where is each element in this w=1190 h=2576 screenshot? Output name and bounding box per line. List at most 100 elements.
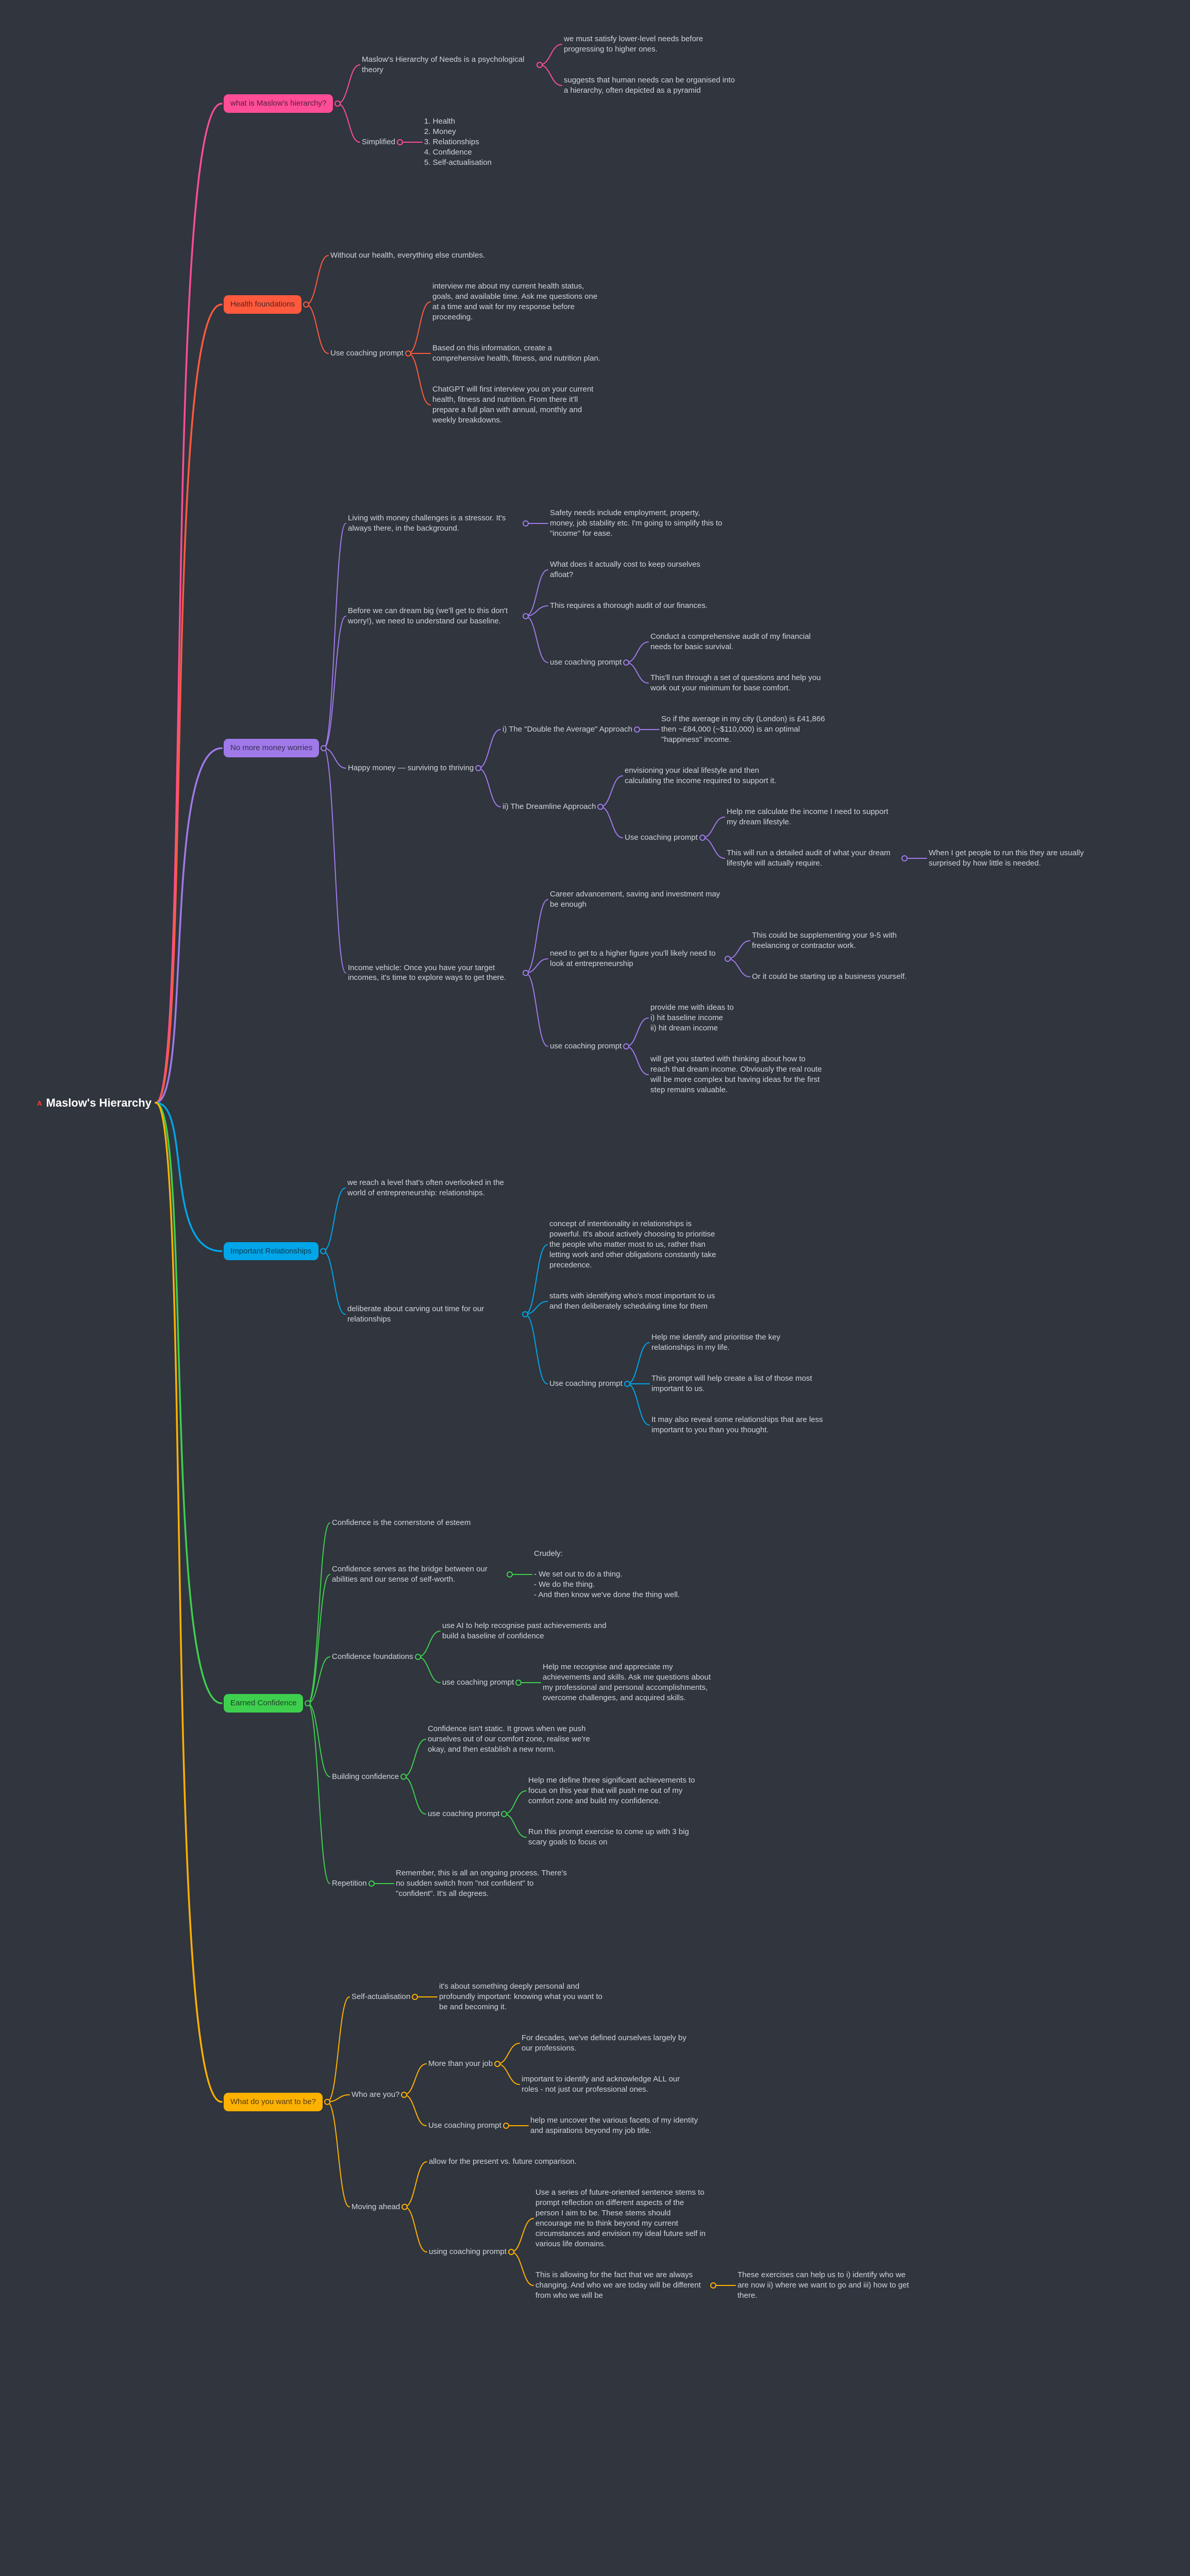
- mindmap-node[interactable]: Maslow's Hierarchy of Needs is a psychol…: [362, 55, 527, 74]
- collapse-toggle-icon[interactable]: [522, 1311, 528, 1317]
- mindmap-node[interactable]: This could be supplementing your 9-5 wit…: [752, 931, 899, 950]
- collapse-toggle-icon[interactable]: [523, 970, 529, 976]
- mindmap-node[interactable]: will get you started with thinking about…: [650, 1055, 824, 1094]
- mindmap-node[interactable]: use AI to help recognise past achievemen…: [442, 1621, 609, 1640]
- mindmap-node[interactable]: More than your job: [428, 2059, 493, 2068]
- mindmap-node[interactable]: Help me identify and prioritise the key …: [651, 1333, 783, 1352]
- mindmap-node[interactable]: Confidence isn't static. It grows when w…: [428, 1724, 592, 1754]
- mindmap-node[interactable]: suggests that human needs can be organis…: [564, 76, 738, 95]
- mindmap-node[interactable]: important to identify and acknowledge AL…: [522, 2075, 682, 2094]
- collapse-toggle-icon[interactable]: [494, 2061, 500, 2067]
- collapse-toggle-icon[interactable]: [523, 613, 529, 619]
- mindmap-node[interactable]: envisioning your ideal lifestyle and the…: [625, 766, 777, 785]
- collapse-toggle-icon[interactable]: [401, 2092, 407, 2098]
- mindmap-node[interactable]: Without our health, everything else crum…: [330, 251, 485, 260]
- mindmap-node[interactable]: Use coaching prompt: [549, 1379, 623, 1388]
- mindmap-node[interactable]: When I get people to run this they are u…: [929, 849, 1086, 868]
- collapse-toggle-icon[interactable]: [634, 726, 640, 733]
- collapse-toggle-icon[interactable]: [901, 855, 908, 861]
- collapse-toggle-icon[interactable]: [623, 1043, 629, 1049]
- collapse-toggle-icon[interactable]: [401, 2204, 408, 2210]
- mindmap-node[interactable]: starts with identifying who's most impor…: [549, 1292, 717, 1311]
- mindmap-node[interactable]: Confidence serves as the bridge between …: [332, 1565, 490, 1584]
- mindmap-node[interactable]: use coaching prompt: [428, 1809, 500, 1818]
- collapse-toggle-icon[interactable]: [699, 835, 706, 841]
- mindmap-node[interactable]: Help me calculate the income I need to s…: [727, 807, 891, 826]
- mindmap-node[interactable]: These exercises can help us to i) identi…: [738, 2270, 911, 2300]
- mindmap-node[interactable]: Based on this information, create a comp…: [432, 344, 601, 363]
- collapse-toggle-icon[interactable]: [710, 2282, 716, 2289]
- mindmap-node[interactable]: need to get to a higher figure you'll li…: [550, 949, 718, 968]
- mindmap-node[interactable]: allow for the present vs. future compari…: [429, 2157, 577, 2166]
- branch-node[interactable]: Important Relationships: [224, 1242, 319, 1261]
- collapse-toggle-icon[interactable]: [415, 1654, 421, 1660]
- mindmap-node[interactable]: Use coaching prompt: [330, 349, 404, 358]
- collapse-toggle-icon[interactable]: [321, 745, 327, 752]
- mindmap-node[interactable]: This will run a detailed audit of what y…: [727, 849, 893, 868]
- collapse-toggle-icon[interactable]: [725, 956, 731, 962]
- mindmap-node[interactable]: use coaching prompt: [442, 1678, 514, 1687]
- collapse-toggle-icon[interactable]: [501, 1811, 507, 1817]
- branch-node[interactable]: What do you want to be?: [224, 2092, 323, 2111]
- mindmap-node[interactable]: it's about something deeply personal and…: [439, 1982, 605, 2011]
- branch-node[interactable]: Health foundations: [224, 295, 302, 314]
- mindmap-node[interactable]: use coaching prompt: [550, 1042, 622, 1050]
- branch-node[interactable]: what is Maslow's hierarchy?: [224, 94, 333, 113]
- collapse-toggle-icon[interactable]: [368, 1880, 375, 1887]
- mindmap-node[interactable]: deliberate about carving out time for ou…: [347, 1304, 487, 1324]
- mindmap-node[interactable]: Before we can dream big (we'll get to th…: [348, 606, 510, 625]
- mindmap-node[interactable]: Simplified: [362, 138, 396, 146]
- mindmap-node[interactable]: Help me define three significant achieve…: [528, 1776, 697, 1805]
- mindmap-node[interactable]: Who are you?: [351, 2090, 400, 2099]
- mindmap-node[interactable]: we must satisfy lower-level needs before…: [564, 35, 706, 54]
- mindmap-node[interactable]: Use a series of future-oriented sentence…: [535, 2188, 708, 2248]
- mindmap-node[interactable]: 1. Health 2. Money 3. Relationships 4. C…: [424, 117, 492, 167]
- collapse-toggle-icon[interactable]: [537, 62, 543, 68]
- mindmap-node[interactable]: Safety needs include employment, propert…: [550, 509, 725, 538]
- branch-node[interactable]: Earned Confidence: [224, 1694, 304, 1713]
- mindmap-node[interactable]: Repetition: [332, 1879, 367, 1888]
- collapse-toggle-icon[interactable]: [412, 1994, 418, 2000]
- mindmap-node[interactable]: Income vehicle: Once you have your targe…: [348, 963, 507, 982]
- collapse-toggle-icon[interactable]: [400, 1773, 407, 1780]
- mindmap-node[interactable]: This is allowing for the fact that we ar…: [535, 2270, 703, 2300]
- collapse-toggle-icon[interactable]: [507, 1571, 513, 1578]
- collapse-toggle-icon[interactable]: [334, 100, 341, 107]
- mindmap-node[interactable]: What does it actually cost to keep ourse…: [550, 560, 702, 579]
- mindmap-node[interactable]: This requires a thorough audit of our fi…: [550, 601, 708, 610]
- collapse-toggle-icon[interactable]: [624, 1381, 630, 1387]
- mindmap-node[interactable]: i) The "Double the Average" Approach: [502, 725, 632, 734]
- mindmap-node[interactable]: Crudely: - We set out to do a thing. - W…: [534, 1549, 680, 1599]
- mindmap-node[interactable]: So if the average in my city (London) is…: [661, 715, 827, 744]
- mindmap-node[interactable]: Run this prompt exercise to come up with…: [528, 1827, 691, 1846]
- mindmap-node[interactable]: Use coaching prompt: [625, 833, 698, 842]
- mindmap-node[interactable]: ChatGPT will first interview you on your…: [432, 385, 596, 425]
- mindmap-node[interactable]: Conduct a comprehensive audit of my fina…: [650, 632, 813, 651]
- collapse-toggle-icon[interactable]: [508, 2249, 514, 2255]
- mindmap-node[interactable]: Or it could be starting up a business yo…: [752, 972, 907, 981]
- mindmap-node[interactable]: Career advancement, saving and investmen…: [550, 890, 723, 909]
- mindmap-node[interactable]: This prompt will help create a list of t…: [651, 1374, 814, 1393]
- mindmap-node[interactable]: It may also reveal some relationships th…: [651, 1415, 825, 1434]
- mindmap-node[interactable]: ii) The Dreamline Approach: [502, 802, 596, 811]
- collapse-toggle-icon[interactable]: [303, 301, 309, 308]
- mindmap-node[interactable]: Happy money — surviving to thriving: [348, 764, 474, 772]
- collapse-toggle-icon[interactable]: [320, 1248, 326, 1255]
- mindmap-node[interactable]: Remember, this is all an ongoing process…: [396, 1869, 569, 1898]
- mindmap-node[interactable]: Confidence is the cornerstone of esteem: [332, 1518, 471, 1527]
- collapse-toggle-icon[interactable]: [597, 804, 604, 810]
- mindmap-node[interactable]: Use coaching prompt: [428, 2121, 501, 2130]
- mindmap-node[interactable]: Confidence foundations: [332, 1652, 413, 1661]
- mindmap-node[interactable]: For decades, we've defined ourselves lar…: [522, 2033, 689, 2053]
- mindmap-node[interactable]: Self-actualisation: [351, 1992, 411, 2001]
- collapse-toggle-icon[interactable]: [475, 765, 481, 771]
- mindmap-node[interactable]: interview me about my current health sta…: [432, 282, 600, 321]
- collapse-toggle-icon[interactable]: [405, 350, 411, 357]
- collapse-toggle-icon[interactable]: [515, 1680, 522, 1686]
- collapse-toggle-icon[interactable]: [324, 2098, 330, 2105]
- mindmap-node[interactable]: concept of intentionality in relationshi…: [549, 1219, 718, 1269]
- mindmap-node[interactable]: Moving ahead: [351, 2202, 400, 2211]
- mindmap-node[interactable]: Living with money challenges is a stress…: [348, 514, 508, 533]
- collapse-toggle-icon[interactable]: [623, 659, 629, 666]
